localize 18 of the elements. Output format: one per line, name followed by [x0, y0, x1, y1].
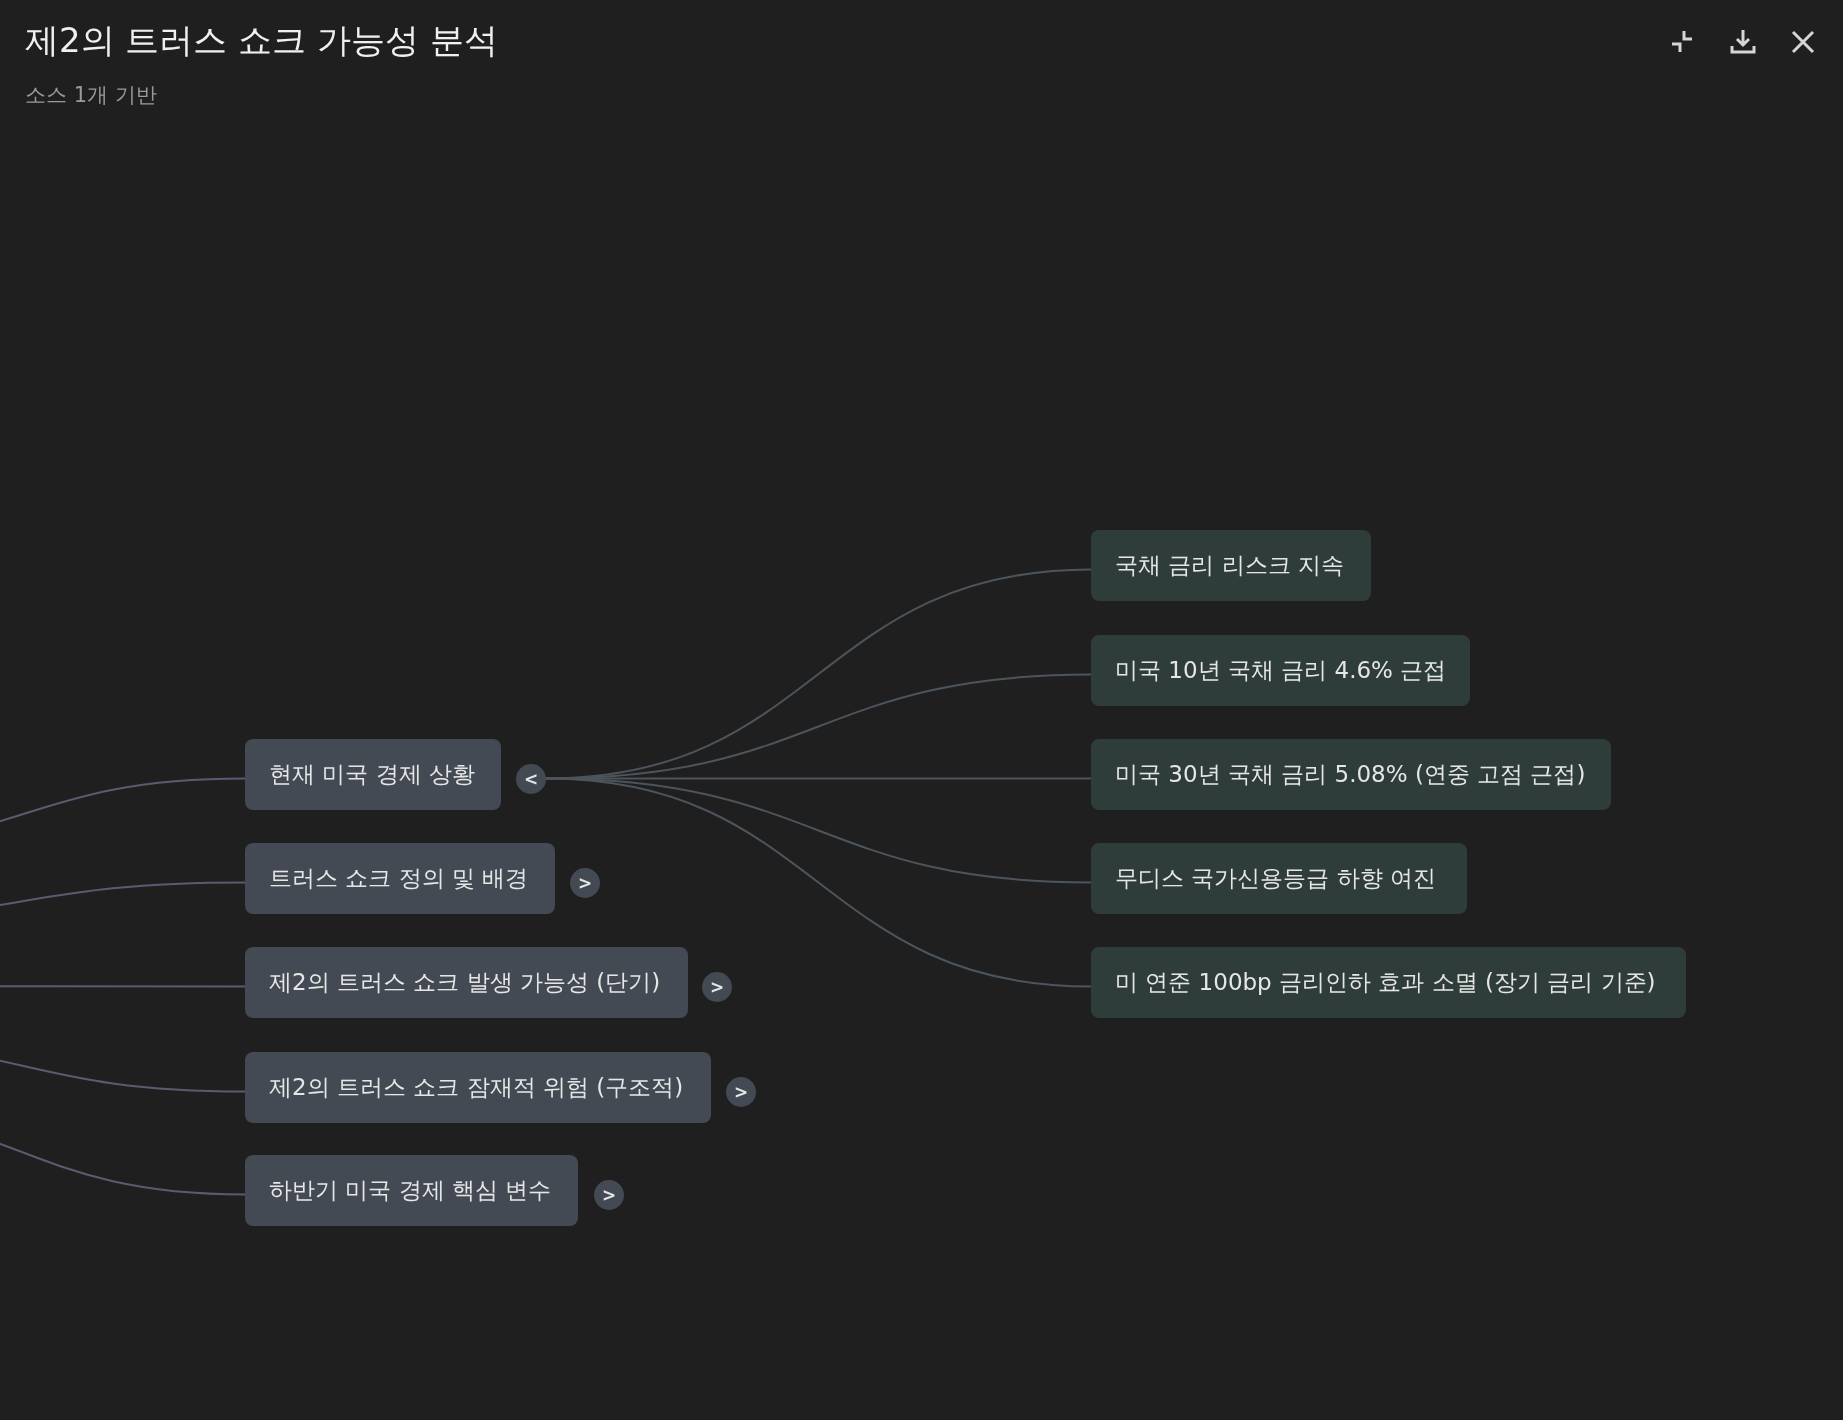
subtitle: 소스 1개 기반	[25, 82, 157, 109]
topic-box: 현재 미국 경제 상황	[245, 739, 501, 810]
expand-toggle: >	[594, 1179, 624, 1210]
topic-box: 미 연준 100bp 금리인하 효과 소멸 (장기 금리 기준)	[1091, 947, 1686, 1018]
expand-toggle: <	[516, 763, 546, 794]
topic-box: 하반기 미국 경제 핵심 변수	[245, 1155, 578, 1226]
expand-toggle: >	[726, 1076, 756, 1107]
expand-toggle: >	[570, 867, 600, 898]
topic-box: 제2의 트러스 쇼크 잠재적 위험 (구조적)	[245, 1052, 711, 1123]
connector-line	[0, 985, 246, 988]
topic-box: 제2의 트러스 쇼크 발생 가능성 (단기)	[245, 947, 688, 1018]
title: 제2의 트러스 쇼크 가능성 분석	[25, 19, 498, 62]
expand-toggle: >	[702, 971, 732, 1002]
topic-box: 무디스 국가신용등급 하향 여진	[1091, 843, 1467, 914]
topic-box: 미국 30년 국채 금리 5.08% (연중 고점 근접)	[1091, 739, 1611, 810]
topic-box: 국채 금리 리스크 지속	[1091, 530, 1371, 601]
topic-box: 트러스 쇼크 정의 및 배경	[245, 843, 555, 914]
topic-box: 미국 10년 국채 금리 4.6% 근접	[1091, 635, 1471, 706]
